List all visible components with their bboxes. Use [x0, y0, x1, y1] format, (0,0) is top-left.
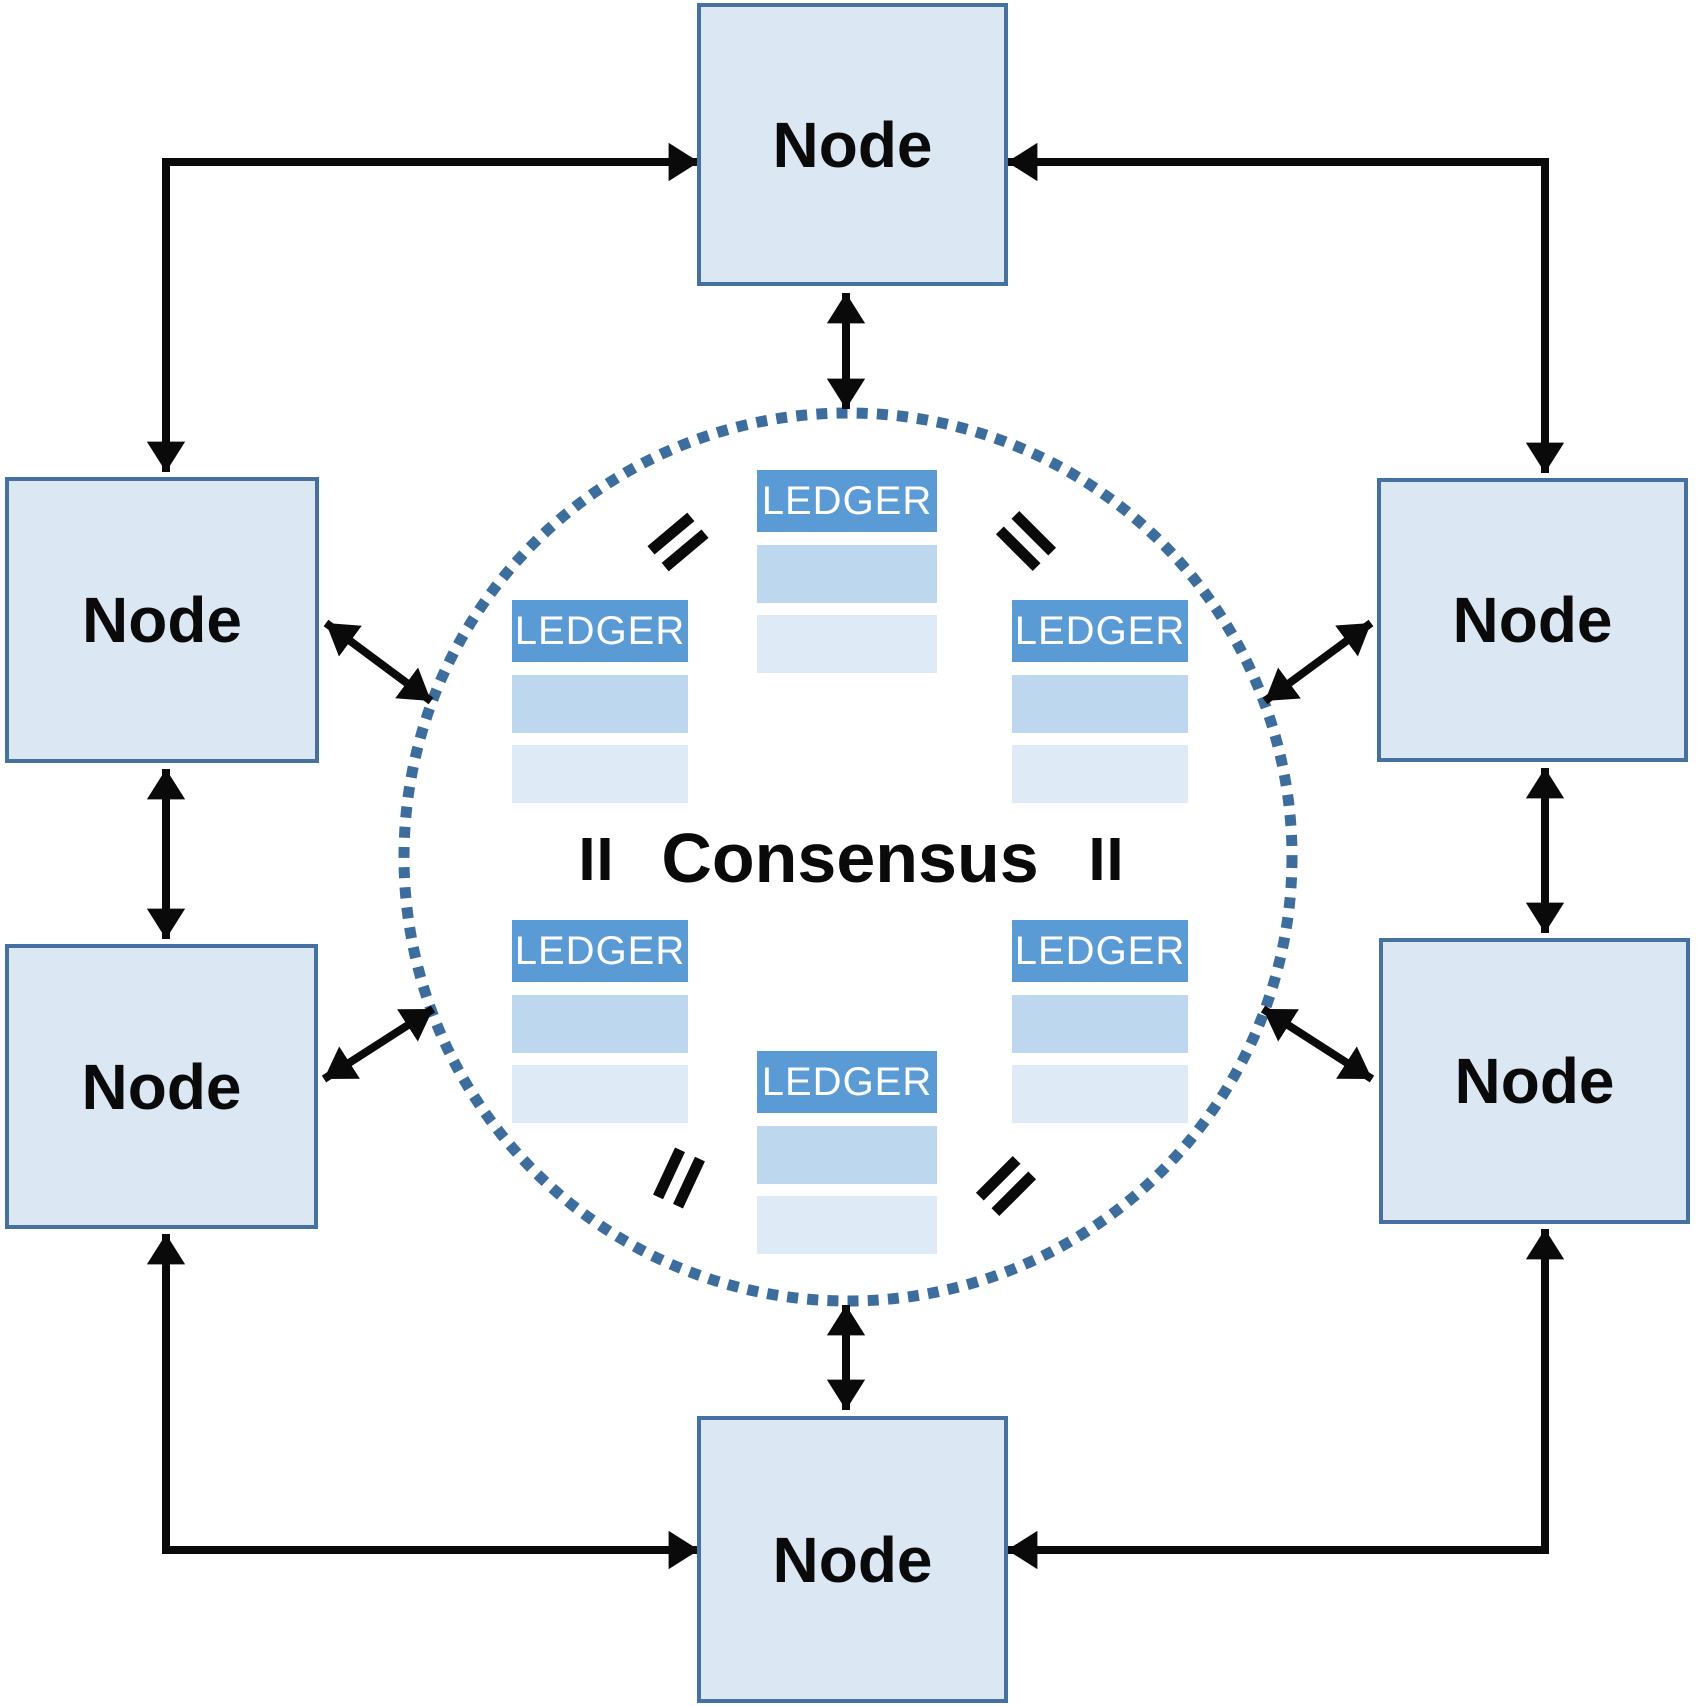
equals-bar — [600, 838, 610, 880]
ledger-title: LEDGER — [512, 600, 688, 662]
ledger-row — [512, 675, 688, 733]
ledger-row — [1012, 745, 1188, 803]
arrow-top-right-corner — [1006, 142, 1565, 474]
arrow-bottom-right-corner — [1006, 1228, 1565, 1570]
node-label: Node — [772, 1523, 933, 1596]
node-label: Node — [81, 1050, 242, 1123]
node-top: Node — [697, 3, 1008, 286]
node-right-top: Node — [1377, 478, 1688, 762]
ledger-row — [512, 745, 688, 803]
ledger-title: LEDGER — [757, 1051, 937, 1113]
ledger-title: LEDGER — [1012, 600, 1188, 662]
ledger-right-top: LEDGER — [1012, 600, 1188, 803]
arrow-right-bottom-node-to-circle — [1260, 1005, 1375, 1083]
ledger-title: LEDGER — [757, 470, 937, 532]
ledger-title: LEDGER — [1012, 920, 1188, 982]
ledger-left-top: LEDGER — [512, 600, 688, 803]
node-left-bottom: Node — [5, 944, 318, 1229]
ledger-bottom-center: LEDGER — [757, 1051, 937, 1254]
node-label: Node — [82, 584, 242, 656]
equals-icon — [1092, 838, 1120, 880]
equals-bar — [582, 838, 592, 880]
node-bottom: Node — [697, 1416, 1008, 1703]
arrow-top-left-corner — [146, 142, 700, 473]
node-label: Node — [1452, 584, 1613, 656]
equals-bar — [1110, 838, 1120, 880]
ledger-row — [512, 995, 688, 1053]
ledger-row — [1012, 1065, 1188, 1123]
ledger-left-bottom: LEDGER — [512, 920, 688, 1123]
node-right-bottom: Node — [1379, 938, 1690, 1224]
consensus-circle — [398, 407, 1298, 1307]
ledger-row — [757, 615, 937, 673]
node-label: Node — [1454, 1045, 1615, 1117]
ledger-right-bottom: LEDGER — [1012, 920, 1188, 1123]
ledger-row — [757, 1126, 937, 1184]
arrow-left-top-node-to-circle — [323, 619, 434, 705]
ledger-top-center: LEDGER — [757, 470, 937, 673]
arrow-bottom-left-corner — [146, 1233, 700, 1570]
node-left-top: Node — [5, 477, 319, 763]
ledger-row — [757, 1196, 937, 1254]
ledger-row — [757, 545, 937, 603]
ledger-title: LEDGER — [512, 920, 688, 982]
equals-bar — [1092, 838, 1102, 880]
node-label: Node — [772, 108, 933, 181]
ledger-row — [1012, 995, 1188, 1053]
arrow-right-top-node-to-circle — [1262, 619, 1374, 705]
arrow-left-bottom-node-to-circle — [321, 1005, 436, 1083]
equals-icon — [582, 838, 610, 880]
ledger-row — [1012, 675, 1188, 733]
ledger-row — [512, 1065, 688, 1123]
consensus-label: Consensus — [661, 819, 1039, 897]
